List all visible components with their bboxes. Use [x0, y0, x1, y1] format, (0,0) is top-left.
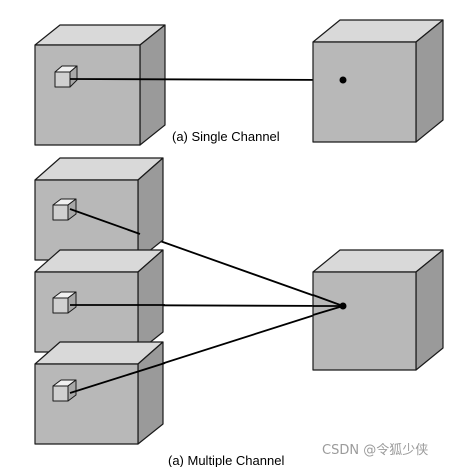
single-channel-caption: (a) Single Channel — [172, 129, 280, 144]
single-output-cube — [312, 19, 444, 143]
multi-input-cube-3 — [34, 341, 164, 445]
single-input-cube — [34, 24, 166, 146]
multi-input-cube-2 — [34, 249, 164, 353]
multiple-channel-section: (a) Multiple Channel — [34, 157, 444, 467]
single-small-cube — [54, 65, 78, 88]
multi-small-cube-3 — [52, 379, 77, 402]
multi-connection-dot — [339, 302, 347, 310]
multi-input-cube-1 — [34, 157, 164, 261]
multi-output-cube — [312, 249, 444, 371]
watermark-text: CSDN @令狐少侠 — [322, 443, 428, 458]
multiple-channel-caption: (a) Multiple Channel — [168, 453, 284, 467]
single-channel-section: (a) Single Channel — [34, 19, 444, 146]
single-connection-line — [69, 78, 344, 81]
multi-small-cube-2 — [52, 291, 77, 314]
single-connection-dot — [339, 76, 347, 84]
